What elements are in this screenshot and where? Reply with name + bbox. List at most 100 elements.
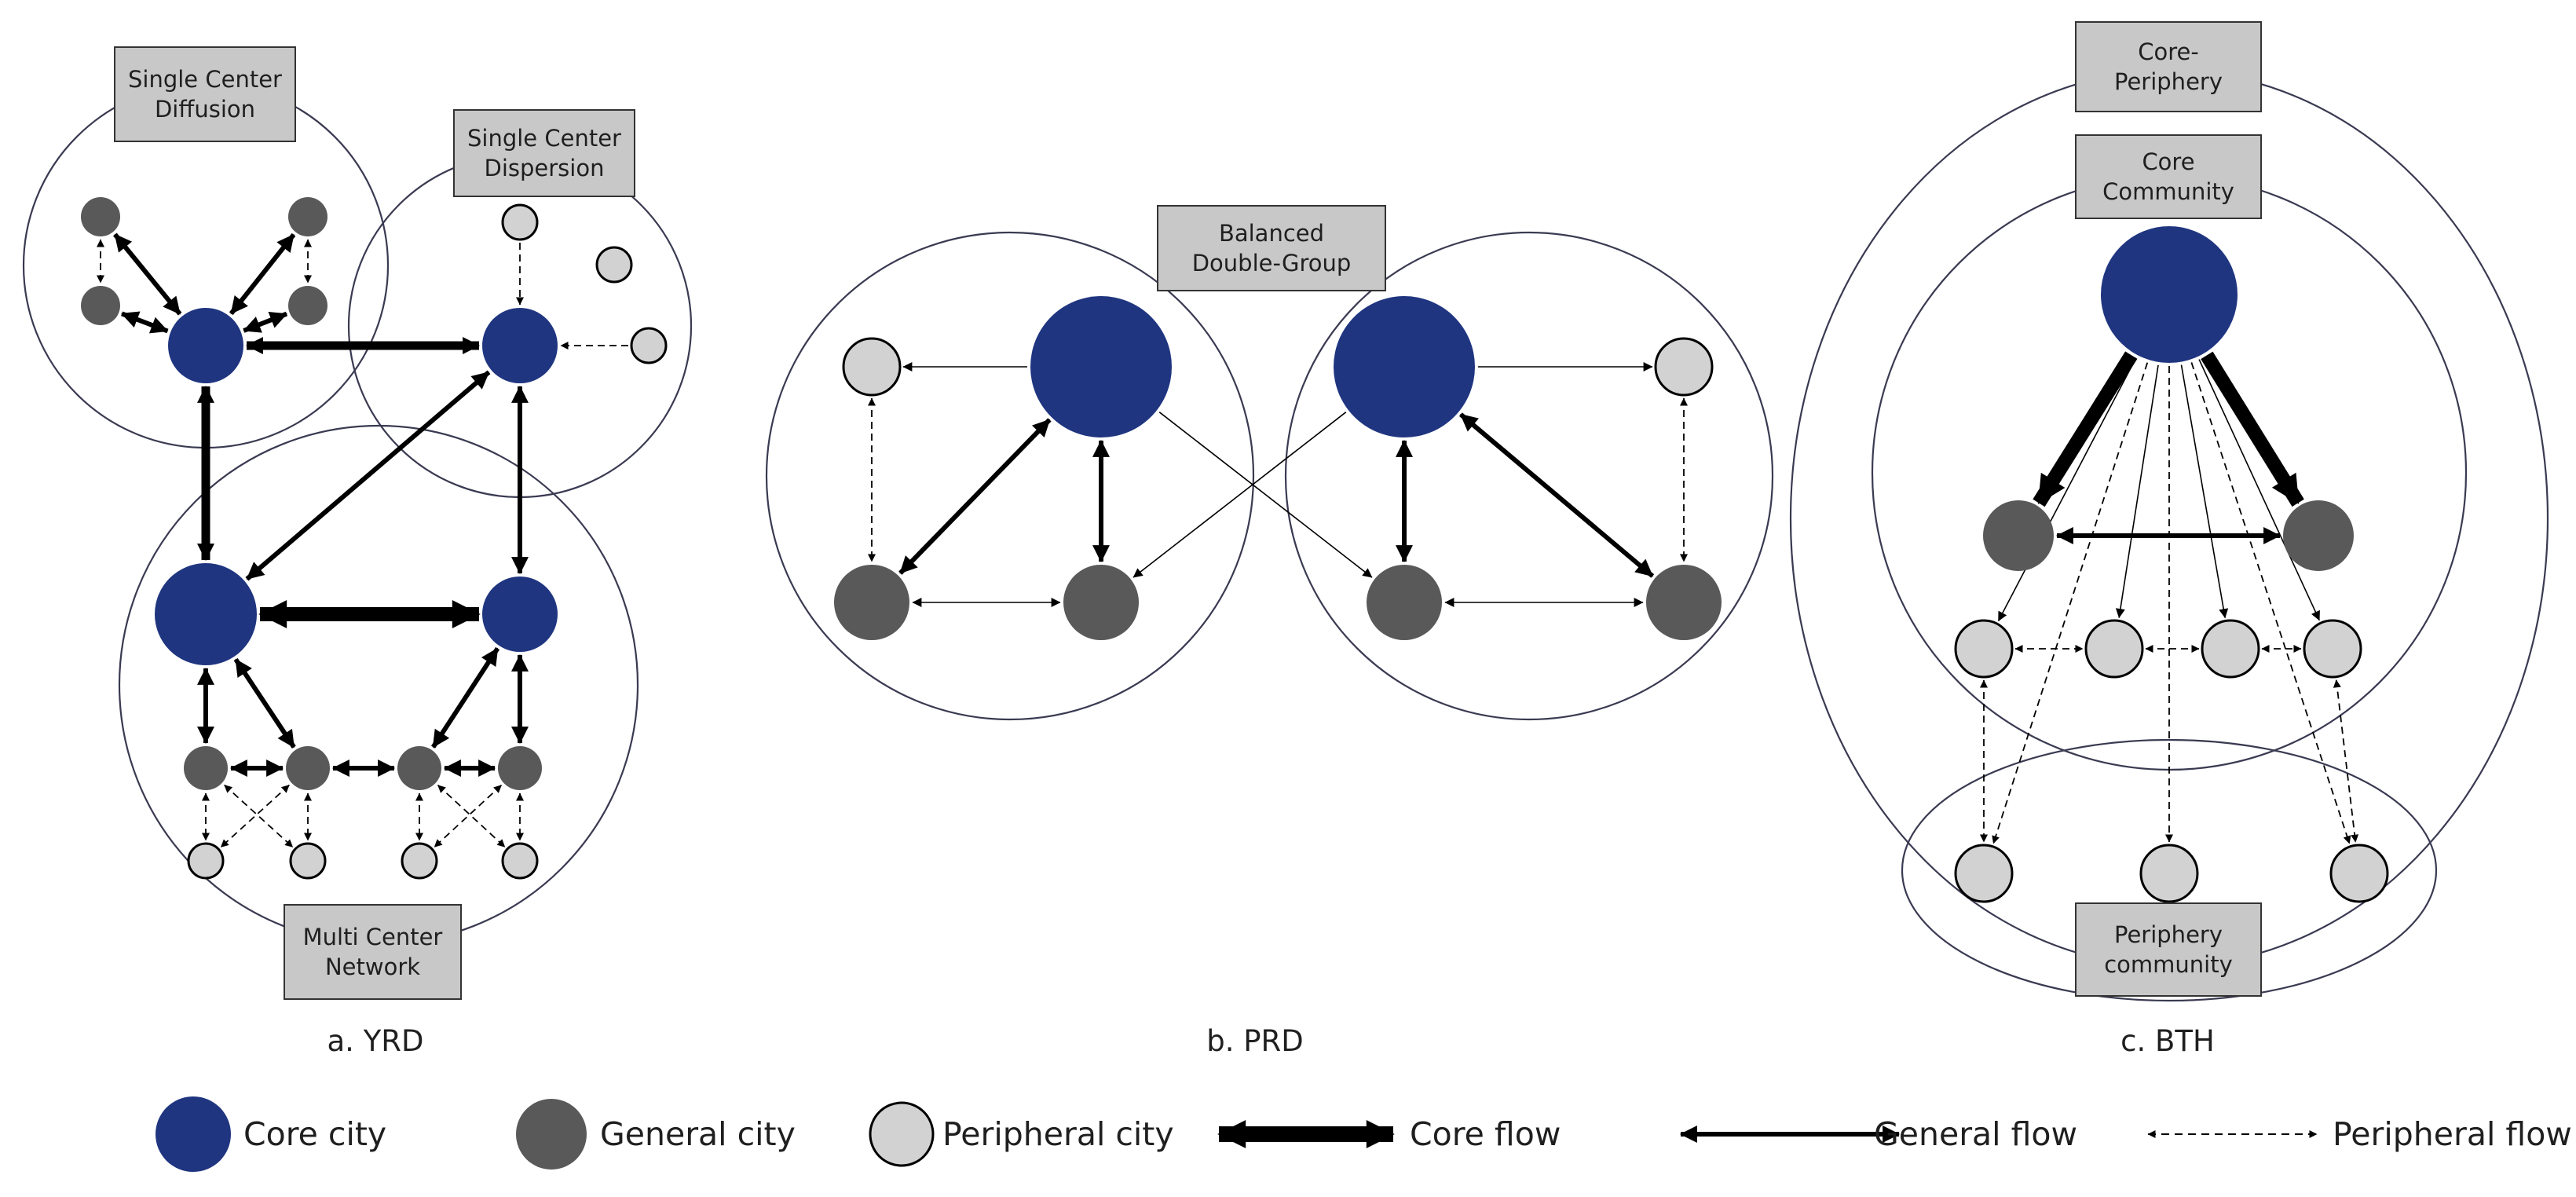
label-box-text: Periphery [2114, 921, 2223, 948]
label-box-background [2075, 134, 2262, 219]
core-city-node [1334, 296, 1475, 437]
general-flow-edge [243, 311, 288, 333]
flow-edges [97, 232, 2359, 848]
general-city-node [1063, 565, 1139, 640]
general-city-node [184, 746, 228, 790]
general-city-node [1646, 565, 1722, 640]
city-nodes [81, 197, 2389, 903]
thin-flow-edge [2180, 364, 2229, 619]
label-box-text: Balanced [1219, 220, 1324, 247]
peripheral-city-node [2201, 619, 2260, 679]
peripheral-flow-edge [437, 785, 506, 848]
label-box-background [2075, 902, 2262, 997]
peripheral-city-node [401, 842, 438, 880]
legend-core-city-icon [156, 1096, 231, 1172]
general-flow-edge [245, 370, 491, 581]
core-city-node [2101, 226, 2238, 363]
peripheral-flow-edge [220, 784, 290, 848]
peripheral-city-node [501, 203, 539, 241]
peripheral-city-node [2329, 844, 2389, 903]
general-city-node [2283, 500, 2354, 571]
caption-bth: c. BTH [2120, 1024, 2215, 1058]
peripheral-city-node [1954, 619, 2014, 679]
label-box-background [2075, 21, 2262, 112]
general-city-node [498, 746, 542, 790]
peripheral-city-node [1654, 337, 1714, 397]
core-city-node [482, 308, 558, 383]
peripheral-city-node [289, 842, 327, 880]
label-box-text: Double-Group [1192, 250, 1352, 276]
peripheral-city-node [187, 842, 225, 880]
peripheral-flow-edge [434, 785, 503, 848]
legend-general-flow-label: General flow [1874, 1115, 2077, 1153]
general-flow-edge [233, 657, 296, 749]
label-periphery-community: Periphery community [2075, 902, 2262, 997]
general-city-node [397, 746, 441, 790]
ring-periphery-community [1901, 738, 2438, 1002]
peripheral-flow-edge [2333, 679, 2359, 843]
peripheral-city-node [1954, 844, 2014, 903]
general-city-node [834, 565, 909, 640]
core-city-node [482, 577, 558, 652]
label-box-text: Network [325, 954, 420, 980]
legend-peripheral-flow-label: Peripheral flow [2333, 1115, 2572, 1153]
core-flow-edge [2201, 351, 2304, 507]
peripheral-city-node [630, 327, 668, 364]
label-box-text: Dispersion [485, 155, 605, 181]
thin-flow-edge [2115, 364, 2159, 619]
general-city-node [1983, 500, 2054, 571]
label-box-text: Community [2102, 178, 2234, 205]
peripheral-city-node [501, 842, 539, 880]
ring-prd-right [1284, 231, 1774, 721]
peripheral-flow-edge [224, 784, 294, 848]
label-box-text: Multi Center [303, 924, 443, 950]
peripheral-flow-edge [2190, 362, 2351, 844]
legend-core-flow-label: Core flow [1410, 1115, 1561, 1153]
label-box-background [284, 904, 462, 1000]
legend-peripheral-city-label: Peripheral city [942, 1115, 1174, 1153]
label-box-background [453, 109, 635, 197]
peripheral-city-node [842, 337, 902, 397]
caption-prd: b. PRD [1206, 1024, 1304, 1058]
label-box-text: Single Center [467, 125, 621, 152]
general-city-node [81, 197, 120, 236]
core-city-node [155, 563, 257, 665]
general-city-node [286, 746, 330, 790]
peripheral-flow-edge [1992, 362, 2149, 844]
peripheral-city-node [2139, 844, 2199, 903]
general-flow-edge [1458, 412, 1655, 578]
general-city-node [288, 286, 327, 325]
label-core-periphery: Core-Periphery [2075, 21, 2262, 112]
ring-prd-left [765, 231, 1255, 721]
label-box-text: community [2104, 951, 2233, 978]
label-box-text: Single Center [128, 66, 282, 93]
thin-flow-edge [1132, 412, 1347, 578]
general-city-node [1367, 565, 1442, 640]
general-city-node [81, 286, 120, 325]
core-city-node [168, 308, 243, 383]
core-city-node [1030, 296, 1172, 437]
label-box-text: Core [2142, 148, 2194, 175]
caption-yrd: a. YRD [327, 1024, 424, 1058]
general-flow-edge [113, 232, 182, 316]
general-flow-edge [430, 646, 500, 749]
general-flow-edge [121, 311, 169, 334]
thin-flow-edge [2198, 359, 2320, 621]
thin-flow-edge [1158, 412, 1373, 578]
core-flow-edge [2033, 351, 2138, 507]
peripheral-city-node [2084, 619, 2144, 679]
general-city-node [288, 197, 327, 236]
general-flow-edge [898, 418, 1052, 575]
label-box-background [114, 46, 296, 142]
legend-core-city-label: Core city [243, 1115, 386, 1153]
peripheral-city-node [595, 246, 633, 284]
label-box-text: Core- [2138, 38, 2199, 65]
general-flow-edge [229, 232, 296, 316]
legend: Core city General city Peripheral city C… [156, 1096, 2572, 1172]
legend-general-city-label: General city [600, 1115, 796, 1153]
